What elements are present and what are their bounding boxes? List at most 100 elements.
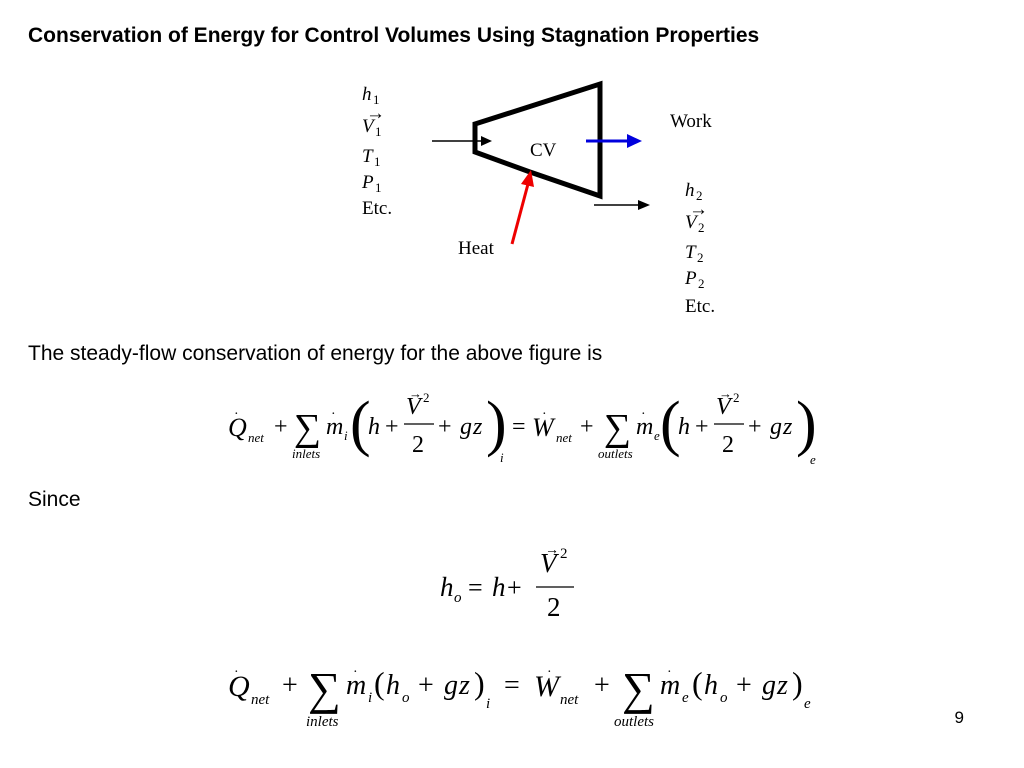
cv-outline [472, 80, 603, 200]
ho-h: h [440, 572, 454, 602]
inlet-v: V [362, 116, 376, 137]
g-4: g [762, 670, 776, 701]
rparen-1: ) [486, 390, 507, 458]
h-3: h [492, 572, 506, 602]
m-e-3: m [660, 670, 680, 701]
intro-text: The steady-flow conservation of energy f… [28, 342, 603, 365]
stagnation-enthalpy-definition: h o = h + → V 2 2 [440, 543, 574, 622]
outlet-properties: h 2 → V 2 T 2 P 2 Etc. [684, 180, 715, 317]
outlet-p-sub: 2 [698, 276, 705, 291]
z-3: z [458, 670, 470, 701]
g-3: g [444, 670, 458, 701]
control-volume-diagram: h 1 → V 1 T 1 P 1 Etc. CV Work Heat h 2 … [361, 80, 715, 317]
plus-1: + [274, 414, 288, 440]
sum-outlets-label: outlets [598, 446, 633, 461]
w-symbol-3: W [534, 670, 562, 703]
outlet-arrowhead [638, 200, 650, 210]
v-sup-3: 2 [560, 546, 568, 562]
v-sup-1: 2 [423, 390, 430, 405]
h-4: h [386, 670, 400, 701]
z-4: z [776, 670, 788, 701]
outlet-h-sub: 2 [696, 188, 703, 203]
sum-outlets-3: ∑ [622, 663, 655, 714]
w-sub-net: net [556, 430, 572, 445]
rparen-3: ) [474, 665, 485, 701]
sum-inlets-label-3: inlets [306, 714, 339, 730]
h-2: h [678, 414, 690, 440]
v-2: V [716, 394, 733, 420]
inlet-v-arrow: → [366, 103, 385, 124]
sum-inlets-label: inlets [292, 446, 320, 461]
m-sub-e-3: e [682, 690, 689, 706]
plus-6: + [748, 414, 762, 440]
lparen-1: ( [350, 390, 371, 458]
stagnation-energy-equation: · Q net + ∑ inlets · m i ( h o + g z ) i… [228, 663, 811, 730]
h-1: h [368, 414, 380, 440]
sum-inlets-3: ∑ [308, 663, 341, 714]
v-3: V [540, 548, 560, 578]
lparen-4: ( [692, 665, 703, 701]
inlet-h-sub: 1 [373, 92, 380, 107]
q-dot: · [234, 407, 239, 422]
plus-7: + [507, 573, 522, 602]
plus-11: + [736, 670, 752, 701]
q-dot-3: · [234, 665, 239, 680]
denom-1: 2 [412, 432, 424, 458]
z-2: z [782, 414, 793, 440]
outlet-t-sub: 2 [697, 250, 704, 265]
h-sub-o-1: o [402, 690, 410, 706]
q-sub-net: net [248, 430, 264, 445]
outlet-p: P [684, 268, 697, 289]
plus-4: + [580, 414, 594, 440]
plus-10: + [594, 670, 610, 701]
m-sub-i-3: i [368, 690, 372, 706]
heat-arrow [510, 183, 530, 245]
plus-9: + [418, 670, 434, 701]
since-text: Since [28, 488, 81, 511]
w-dot: · [542, 407, 547, 422]
q-sub-net-3: net [251, 692, 270, 708]
plus-8: + [282, 670, 298, 701]
inlet-arrowhead [481, 136, 492, 146]
rparen-4: ) [792, 665, 803, 701]
v-arrow-1: → [409, 386, 422, 401]
inlet-properties: h 1 → V 1 T 1 P 1 Etc. [361, 84, 392, 219]
h-5: h [704, 670, 718, 701]
inlet-t: T [362, 146, 374, 167]
outlet-v-sub: 2 [698, 220, 705, 235]
inlet-v-sub: 1 [375, 124, 382, 139]
denom-2: 2 [722, 432, 734, 458]
w-sub-net-3: net [560, 692, 579, 708]
plus-2: + [385, 414, 399, 440]
page-number: 9 [954, 708, 964, 727]
sum-outlets-label-3: outlets [614, 714, 654, 730]
heat-arrowhead [521, 170, 534, 187]
outlet-h: h [685, 180, 695, 201]
outlet-t: T [685, 242, 697, 263]
v-arrow-3: → [545, 543, 559, 558]
lparen-3: ( [374, 665, 385, 701]
m-dot-e-3: · [667, 665, 672, 680]
rparen-2: ) [796, 390, 817, 458]
equals-2: = [468, 573, 483, 602]
w-symbol: W [532, 413, 556, 442]
v-arrow-2: → [719, 386, 732, 401]
equals-3: = [504, 670, 520, 701]
equals-1: = [512, 414, 526, 440]
group-sub-i: i [500, 450, 504, 465]
plus-3: + [438, 414, 452, 440]
m-i: m [326, 414, 343, 440]
work-arrowhead [627, 134, 642, 148]
inlet-p-sub: 1 [375, 180, 382, 195]
v-1: V [406, 394, 423, 420]
m-dot-i-3: · [353, 665, 358, 680]
outlet-v: V [685, 212, 699, 233]
plus-5: + [695, 414, 709, 440]
z-1: z [472, 414, 483, 440]
group-sub-e: e [810, 452, 816, 467]
denom-3: 2 [547, 592, 561, 622]
q-symbol: Q [228, 413, 247, 442]
sum-outlets: ∑ [604, 407, 631, 449]
inlet-etc: Etc. [362, 198, 392, 219]
h-sub-o-2: o [720, 690, 728, 706]
